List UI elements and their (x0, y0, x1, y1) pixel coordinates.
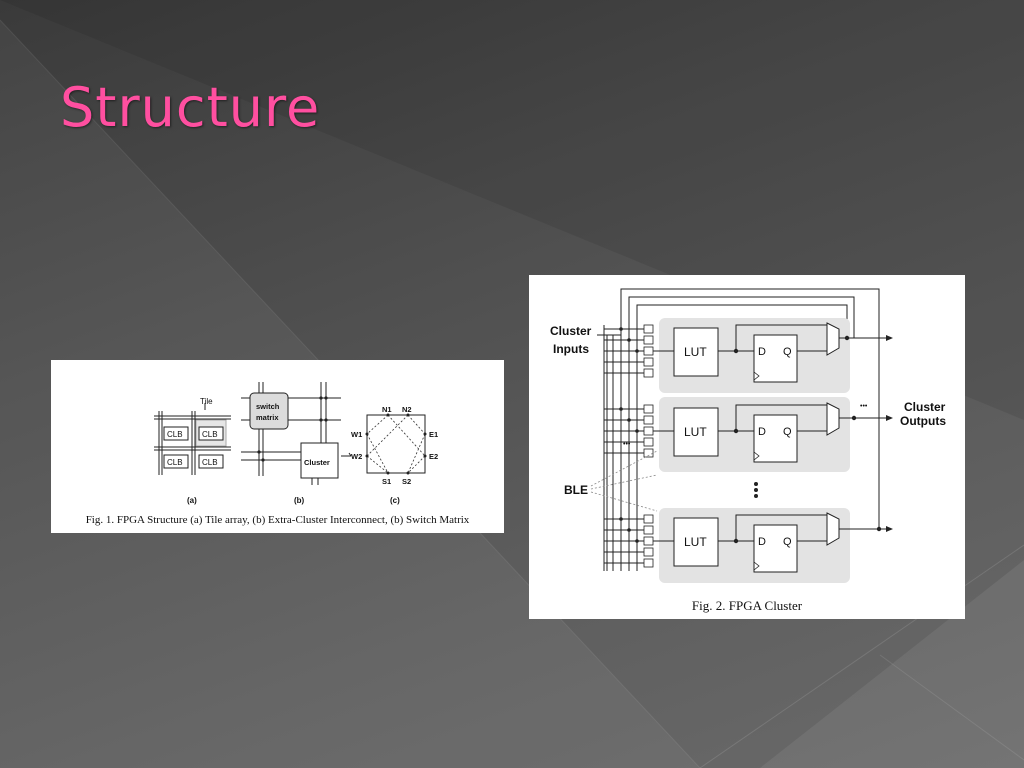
svg-text:D: D (758, 536, 766, 548)
port-e2: E2 (429, 452, 438, 461)
input-junction-dots (619, 327, 639, 543)
cluster-input-bus (597, 325, 621, 571)
clb-block: CLB (198, 426, 224, 441)
svg-text:D: D (758, 346, 766, 358)
sublabel-a: (a) (187, 496, 197, 505)
svg-text:CLB: CLB (202, 458, 218, 467)
figure-1-caption: Fig. 1. FPGA Structure (a) Tile array, (… (85, 514, 470, 526)
port-n2: N2 (402, 405, 412, 414)
svg-text:CLB: CLB (167, 430, 183, 439)
slide-title: Structure (60, 76, 321, 139)
svg-text:CLB: CLB (167, 458, 183, 467)
sublabel-c: (c) (390, 496, 400, 505)
svg-text:switch: switch (256, 402, 280, 411)
fpga-structure-diagram: Tile CLB CLB CLB CLB (a) (154, 382, 438, 505)
ble-label: BLE (564, 483, 588, 497)
port-s2: S2 (402, 477, 411, 486)
svg-text:Q: Q (783, 426, 792, 438)
lut-label: LUT (684, 345, 707, 359)
switch-matrix-detail (365, 413, 427, 475)
clb-block: CLB (198, 454, 224, 469)
cluster-inputs-label-line1: Cluster (550, 324, 592, 338)
ble-row: LUT D Q (604, 397, 893, 472)
svg-text:CLB: CLB (202, 430, 218, 439)
svg-text:Q: Q (783, 346, 792, 358)
ble-row: LUT D Q (604, 508, 893, 583)
input-bus-dots: ••• (623, 441, 631, 448)
clb-block: CLB (163, 454, 189, 469)
port-w1: W1 (351, 430, 362, 439)
sublabel-b: (b) (294, 496, 305, 505)
port-e1: E1 (429, 430, 438, 439)
switch-matrix-block: switch matrix (249, 392, 289, 430)
output-dots: ••• (860, 403, 868, 410)
figure-2-caption: Fig. 2. FPGA Cluster (691, 598, 803, 613)
svg-text:D: D (758, 426, 766, 438)
svg-text:Cluster: Cluster (304, 458, 330, 467)
cluster-inputs-label-line2: Inputs (553, 342, 589, 356)
ble-pointer-lines (590, 450, 658, 512)
figure-fpga-structure: Tile CLB CLB CLB CLB (a) (51, 360, 504, 533)
port-s1: S1 (382, 477, 391, 486)
ble-row: LUT D Q (604, 318, 893, 393)
tile-label: Tile (200, 397, 213, 406)
lut-label: LUT (684, 535, 707, 549)
cluster-outputs-label-line2: Outputs (900, 414, 946, 428)
cluster-outputs-label-line1: Cluster (904, 400, 946, 414)
port-w2: W2 (351, 452, 362, 461)
fpga-cluster-diagram: LUT D Q (550, 288, 946, 583)
svg-text:matrix: matrix (256, 413, 279, 422)
cluster-block: Cluster (300, 442, 339, 479)
port-n1: N1 (382, 405, 392, 414)
figure-fpga-cluster: LUT D Q (529, 275, 965, 619)
lut-label: LUT (684, 425, 707, 439)
clb-block: CLB (163, 426, 189, 441)
svg-text:Q: Q (783, 536, 792, 548)
more-bles-dots (754, 482, 758, 498)
